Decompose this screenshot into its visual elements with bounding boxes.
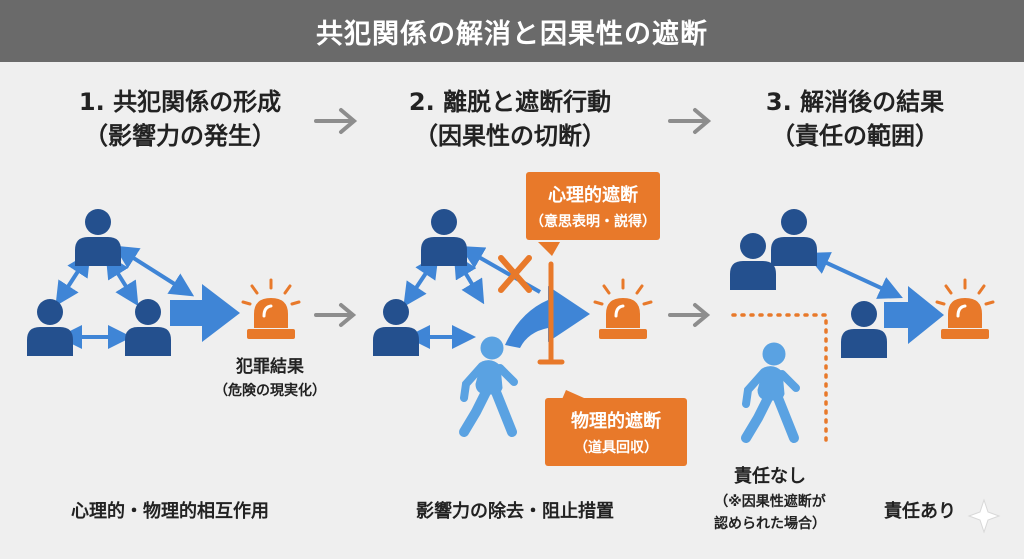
siren-icon: [241, 278, 301, 341]
column-1-subtitle: （影響力の発生）: [84, 122, 276, 150]
psychological-block-callout: 心理的遮断 （意思表明・説得）: [526, 172, 660, 240]
header-arrow-2: [668, 108, 712, 134]
block-bar-icon: [537, 261, 565, 365]
person-icon: [75, 209, 121, 266]
column-1-title: 1. 共犯関係の形成: [78, 88, 282, 116]
no-liability-note-1: （※因果性遮断が: [714, 494, 826, 510]
header-arrow-1: [314, 108, 358, 134]
column-3-title: 3. 解消後の結果: [765, 88, 945, 116]
column-3-heading: 3. 解消後の結果 （責任の範囲）: [735, 85, 975, 153]
interaction-arrow-top-to-result: [113, 245, 195, 297]
psychological-block-subtitle: （意思表明・説得）: [530, 214, 656, 230]
crime-result-label: 犯罪結果 （危険の現実化）: [210, 352, 330, 400]
blocked-causal-arrow: [505, 286, 590, 348]
person-icon: [125, 299, 171, 356]
column-2-subtitle: （因果性の切断）: [414, 122, 606, 150]
walking-person-icon: [464, 337, 514, 432]
interaction-arrow-top-left: [55, 251, 91, 307]
interaction-arrow: [805, 252, 903, 299]
causal-arrow: [884, 286, 944, 344]
column-1-diagram: [27, 209, 301, 356]
liability-label: 責任あり: [884, 501, 956, 522]
physical-block-callout: 物理的遮断 （道具回収）: [545, 398, 687, 466]
page-title: 共犯関係の解消と因果性の遮断: [0, 0, 1024, 62]
column-3-diagram: [730, 209, 1001, 534]
crime-result-title: 犯罪結果: [236, 357, 304, 377]
walking-person-icon: [746, 343, 796, 438]
person-icon: [841, 301, 887, 358]
siren-icon: [593, 278, 653, 341]
column-2-heading: 2. 離脱と遮断行動 （因果性の切断）: [380, 85, 640, 153]
person-icon: [421, 209, 467, 266]
person-icon: [373, 299, 419, 356]
crime-result-subtitle: （危険の現実化）: [214, 383, 326, 399]
separation-boundary: [731, 313, 828, 445]
sparkle-icon: [967, 498, 1001, 534]
psychological-block-title: 心理的遮断: [548, 185, 638, 206]
column-2-caption: 影響力の除去・阻止措置: [416, 501, 614, 522]
siren-icon: [935, 278, 995, 341]
column-2-title: 2. 離脱と遮断行動: [408, 88, 612, 116]
person-icon: [730, 233, 776, 290]
person-icon: [771, 209, 817, 266]
flow-arrow-2: [668, 303, 711, 327]
column-1-heading: 1. 共犯関係の形成 （影響力の発生）: [50, 85, 310, 153]
cross-mark-icon: [498, 255, 532, 293]
person-icon: [27, 299, 73, 356]
callout-pointer-top: [538, 242, 560, 256]
no-liability-title: 責任なし: [734, 466, 806, 487]
no-liability-note-2: 認められた場合）: [714, 516, 826, 532]
physical-block-subtitle: （道具回収）: [574, 440, 658, 456]
column-3-subtitle: （責任の範囲）: [771, 122, 939, 150]
flow-arrow-1: [314, 303, 357, 327]
column-1-caption: 心理的・物理的相互作用: [71, 501, 269, 522]
physical-block-title: 物理的遮断: [571, 411, 661, 432]
interaction-arrow-top-right: [105, 253, 139, 307]
causal-arrow: [170, 284, 240, 342]
no-liability-label: 責任なし （※因果性遮断が 認められた場合）: [690, 462, 850, 533]
